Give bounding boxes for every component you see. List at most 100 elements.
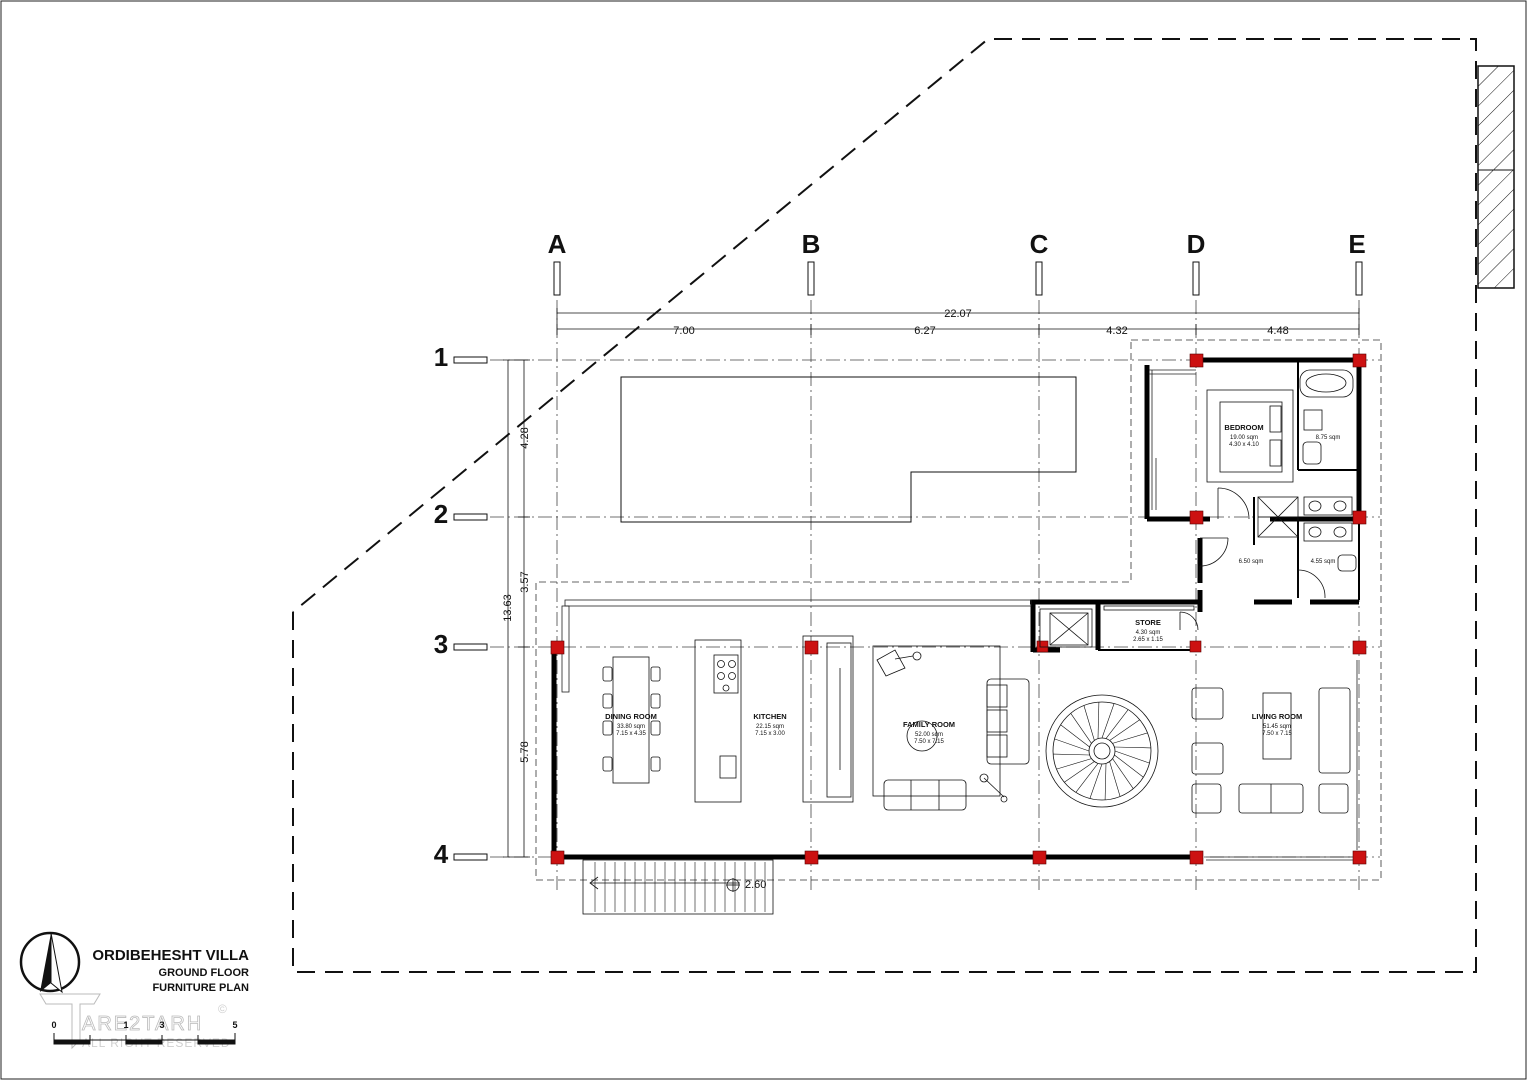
room-size: 7.50 x 7.15: [1262, 731, 1292, 737]
room-area: 33.80 sqm: [617, 724, 645, 730]
room-name: DINING ROOM: [605, 712, 657, 721]
scale-bar: [53, 1033, 236, 1045]
neighbor-hatch: [1477, 65, 1515, 289]
entry-stair-treads: [594, 862, 766, 912]
room-label-hall: 6.50 sqm: [1239, 559, 1264, 565]
room-area: 52.00 sqm: [915, 732, 943, 738]
roof-outline: [535, 339, 1382, 881]
row-markers: [453, 356, 488, 861]
room-label-dining: DINING ROOM 33.80 sqm 7.15 x 4.35: [605, 712, 657, 737]
room-size: 2.65 x 1.15: [1133, 637, 1163, 643]
walls-thin: [1098, 360, 1360, 651]
doors: [1179, 487, 1326, 631]
scale-label-3: 3: [159, 1020, 164, 1030]
site-boundary: [292, 38, 1477, 973]
drawing-subtitle-type: FURNITURE PLAN: [152, 982, 249, 994]
dim-span-de: 4.48: [1267, 325, 1288, 337]
grid-label-b: B: [802, 229, 821, 259]
stair-tread: [1112, 758, 1134, 789]
pool-outline: [620, 376, 1077, 523]
living-furniture: [1191, 687, 1351, 814]
room-name: BEDROOM: [1224, 423, 1263, 432]
room-area: 22.15 sqm: [756, 724, 784, 730]
dim-row-23: 3.57: [519, 571, 531, 592]
kitchen-island: [694, 639, 742, 803]
stair-tread: [1114, 754, 1144, 778]
room-label-family: FAMILY ROOM 52.00 sqm 7.50 x 7.15: [903, 720, 955, 745]
dim-row-12: 4.28: [519, 427, 531, 448]
drawing-subtitle-floor: GROUND FLOOR: [159, 967, 249, 979]
scale-label-5: 5: [232, 1020, 237, 1030]
stair-tread: [1114, 750, 1150, 764]
watermark-copyright: ©: [218, 1002, 228, 1016]
room-label-bath: 8.75 sqm: [1316, 435, 1341, 441]
stair-tread: [1112, 732, 1148, 744]
room-size: 7.15 x 3.00: [755, 731, 785, 737]
column-markers: [553, 261, 1363, 296]
grid-label-2: 2: [434, 499, 448, 529]
dim-span-bc: 6.27: [914, 325, 935, 337]
stair-tread: [1109, 719, 1140, 741]
entry-stair-arrow: [589, 876, 740, 892]
room-area: 19.00 sqm: [1230, 435, 1258, 441]
dim-row-34: 5.78: [519, 741, 531, 762]
entry-stair: [582, 859, 774, 915]
glazing: [561, 369, 1358, 861]
stair-tread: [1104, 763, 1107, 800]
grid-label-a: A: [548, 229, 567, 259]
stair-tread: [1075, 763, 1099, 793]
room-area: 4.55 sqm: [1311, 559, 1336, 565]
room-area: 51.45 sqm: [1263, 724, 1291, 730]
room-area: 8.75 sqm: [1316, 435, 1341, 441]
dim-total-depth: 13.63: [502, 594, 514, 622]
stair-tread: [1070, 713, 1092, 744]
family-furniture: [872, 645, 1030, 811]
room-name: STORE: [1135, 618, 1161, 627]
drawing-title: ORDIBEHESHT VILLA: [92, 947, 249, 964]
grid-label-3: 3: [434, 629, 448, 659]
kitchen-counter: [802, 635, 854, 803]
service-fixtures: [1257, 496, 1357, 572]
bedroom-furniture: [1206, 369, 1354, 483]
room-label-wc: 4.55 sqm: [1311, 559, 1336, 565]
grid-label-c: C: [1030, 229, 1049, 259]
scale-label-0: 0: [51, 1020, 56, 1030]
stair-tread: [1109, 761, 1121, 797]
stair-tread: [1053, 753, 1090, 756]
stair-tread: [1064, 761, 1095, 783]
stair-tread: [1101, 703, 1115, 739]
spiral-stair-treads: [1053, 702, 1151, 800]
dim-stair-level: 2.60: [745, 879, 766, 891]
room-size: 7.15 x 4.35: [616, 731, 646, 737]
room-size: 4.30 x 4.10: [1229, 442, 1259, 448]
stair-tread: [1083, 705, 1095, 741]
stair-tread: [1089, 763, 1103, 799]
room-label-store: STORE 4.30 sqm 2.65 x 1.15: [1133, 618, 1163, 643]
scale-label-1: 1: [123, 1020, 128, 1030]
room-label-bedroom: BEDROOM 19.00 sqm 4.30 x 4.10: [1224, 423, 1263, 448]
dim-total-width: 22.07: [944, 308, 972, 320]
spiral-stair: [1045, 694, 1159, 808]
structural-columns: [550, 353, 1367, 865]
dim-span-ab: 7.00: [673, 325, 694, 337]
grid-label-d: D: [1187, 229, 1206, 259]
stair-tread: [1114, 746, 1151, 749]
grid-label-e: E: [1348, 229, 1365, 259]
grid-label-4: 4: [434, 839, 449, 869]
room-area: 4.30 sqm: [1136, 630, 1161, 636]
room-label-kitchen: KITCHEN 22.15 sqm 7.15 x 3.00: [753, 712, 786, 737]
room-area: 6.50 sqm: [1239, 559, 1264, 565]
room-name: KITCHEN: [753, 712, 786, 721]
grid-label-1: 1: [434, 342, 448, 372]
stair-tread: [1056, 758, 1092, 770]
grid-lines: [490, 300, 1380, 890]
stair-tread: [1060, 724, 1090, 748]
room-name: LIVING ROOM: [1252, 712, 1302, 721]
room-name: FAMILY ROOM: [903, 720, 955, 729]
stair-tread: [1054, 738, 1090, 752]
room-size: 7.50 x 7.15: [914, 739, 944, 745]
room-label-living: LIVING ROOM 51.45 sqm 7.50 x 7.15: [1252, 712, 1302, 737]
dining-furniture: [602, 656, 661, 784]
